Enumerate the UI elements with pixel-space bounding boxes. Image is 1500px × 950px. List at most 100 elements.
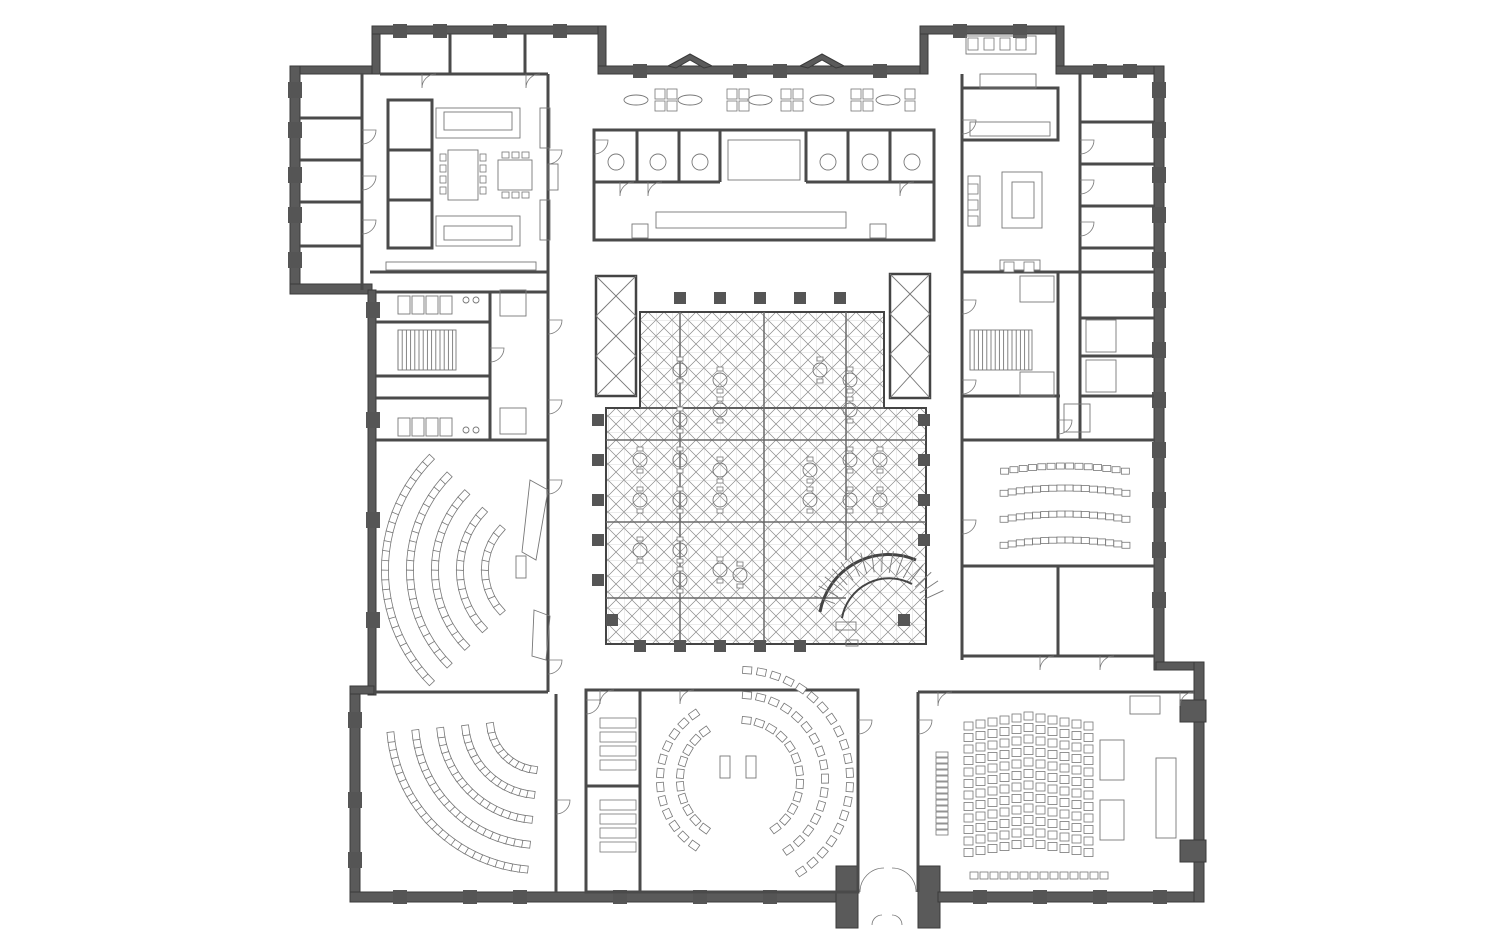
carrel-seat [999,37,1011,51]
auditorium-seat [1023,803,1034,813]
stair-tread [860,552,868,574]
auditorium-seat [935,793,949,800]
auditorium-seat [935,787,949,794]
reading-chair [846,468,854,474]
auditorium-seat [987,798,998,807]
hall-pier [592,414,604,426]
lecture-seat [430,559,440,571]
wall-pilaster [1152,342,1166,358]
lecture-seat [825,712,838,726]
conference-chair [479,153,487,162]
door-swing [1179,691,1195,707]
exterior-walls [289,25,1207,929]
auditorium-seat [1011,736,1022,746]
wall-pilaster [393,24,407,38]
auditorium-seat [1035,713,1046,723]
classroom-seat [999,541,1009,549]
auditorium-seat [1009,871,1019,880]
reading-table [872,452,888,468]
auditorium-seat [935,775,949,782]
reading-chair [676,428,684,434]
classroom-seat [1040,537,1050,544]
wall-pilaster [1152,252,1166,268]
conference-chair [521,191,530,199]
auditorium-seat [1029,871,1039,880]
lecture-seat [386,731,396,743]
auditorium-seat [1059,786,1070,796]
reading-chair [676,536,684,542]
auditorium-seat [975,811,986,821]
hall-pier [794,640,806,652]
lecture-seat [675,780,685,792]
wall-pilaster [1152,442,1166,458]
classroom-seat [1056,484,1066,492]
lecture-seat [405,559,415,571]
lecture-seat [480,569,490,581]
door-swing [547,479,563,495]
lecture-seat [381,559,390,571]
reading-chair [876,468,884,474]
lecture-seat [406,549,416,562]
lecture-seat [492,524,506,538]
reading-table [672,452,688,468]
auditorium-seat [1011,817,1022,826]
auditorium-seat [963,756,974,765]
reading-table [712,402,728,418]
auditorium-seat [1035,794,1046,803]
elevator [1019,275,1055,303]
wall-pilaster [973,890,987,904]
wall-pilaster [1013,24,1027,38]
door-swing [647,181,663,197]
hall-pier [754,292,766,304]
auditorium-seat [963,848,974,857]
lecture-seat [816,846,829,859]
door-swing [547,659,563,675]
lecture-seat [845,767,854,778]
wall-pilaster [1152,592,1166,608]
auditorium-seat [1083,813,1094,823]
conference-chair [439,153,447,162]
stair-tread [881,550,883,573]
reading-chair [876,446,884,452]
auditorium-seat [987,729,998,738]
classroom-seat [1007,488,1017,496]
reading-chair [676,406,684,412]
auditorium-seat [963,790,974,800]
auditorium-seat [987,821,998,830]
auditorium-seat [1059,832,1070,842]
auditorium-seat [999,738,1010,748]
auditorium-seat [1083,790,1094,800]
lounge-chair [738,100,750,112]
reading-chair [716,508,724,514]
side-table [599,759,637,771]
side-table [599,799,637,811]
auditorium-seat [999,750,1010,759]
lounge-chair [666,88,678,100]
reading-chair [876,486,884,492]
auditorium-seat [1035,782,1046,792]
classroom-seat [1121,541,1131,549]
lounge-table [747,94,773,106]
lecture-seat [405,569,415,581]
door-swing [1057,419,1073,435]
lecture-seat [806,691,819,704]
auditorium-seat [1023,780,1034,790]
wall-pilaster [288,167,302,183]
auditorium-seat [1071,834,1082,844]
lecture-seat [775,730,788,743]
restroom-fixtures [397,275,1117,437]
auditorium-seat [999,796,1010,805]
sink [462,426,470,434]
carrel-seat [1023,261,1035,273]
carrel-table [607,153,625,171]
wall-pilaster [553,24,567,38]
auditorium-seat [1035,771,1046,780]
lecture-seat [769,822,782,835]
auditorium-seat [1019,871,1029,880]
lecture-seat [795,778,805,790]
lecture-seat [754,692,767,703]
reading-chair [846,446,854,452]
reading-table [812,362,828,378]
classroom-seat [1024,486,1033,494]
auditorium-seat [1083,767,1094,777]
